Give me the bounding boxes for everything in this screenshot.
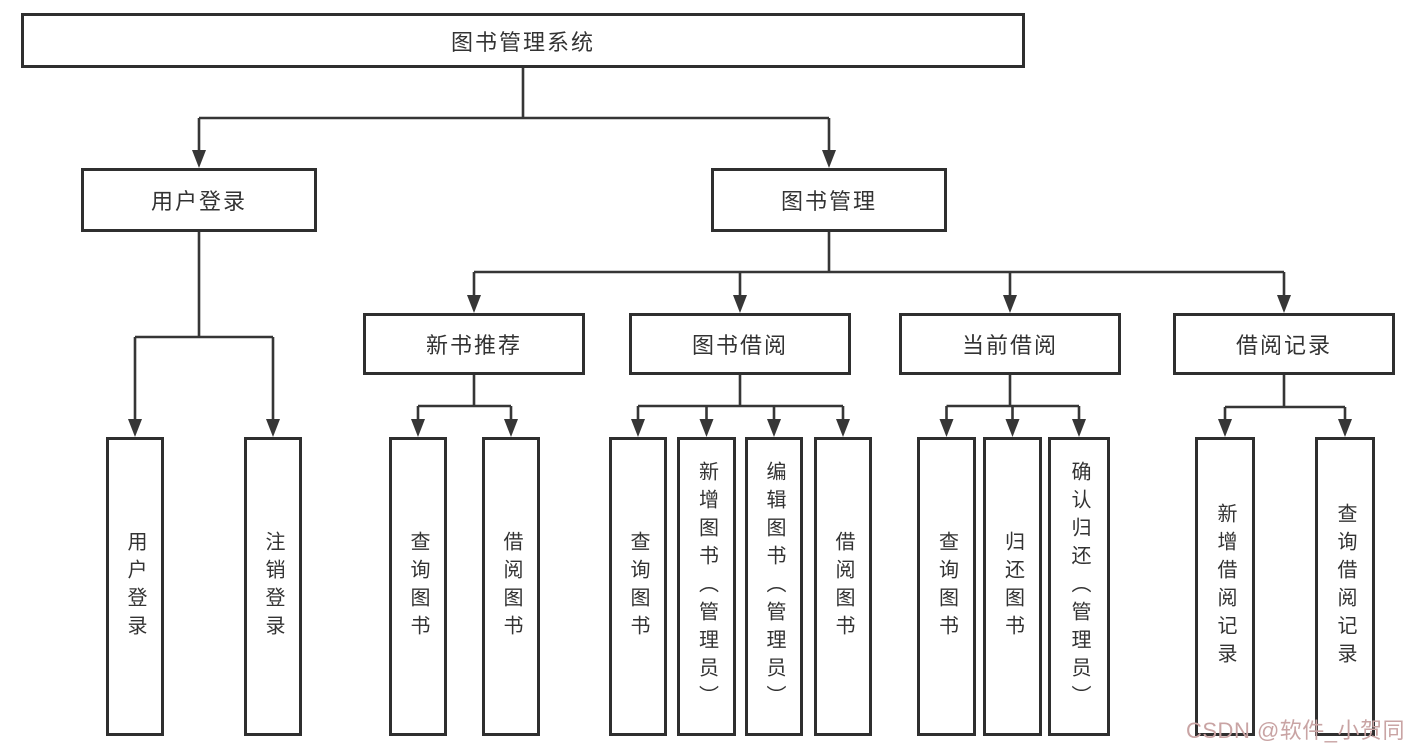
node-borrow-records: 借阅记录	[1173, 313, 1395, 375]
node-book-management-module: 图书管理	[711, 168, 947, 232]
leaf-add-borrow-record: 新增借阅记录	[1195, 437, 1255, 736]
leaf-user-login: 用户登录	[106, 437, 164, 736]
node-book-borrow: 图书借阅	[629, 313, 851, 375]
leaf-query-borrow-record: 查询借阅记录	[1315, 437, 1375, 736]
leaf-current-query-book: 查询图书	[917, 437, 976, 736]
leaf-confirm-return-admin: 确认归还（管理员）	[1048, 437, 1110, 736]
leaf-recommend-query-book: 查询图书	[389, 437, 447, 736]
node-root-system: 图书管理系统	[21, 13, 1025, 68]
leaf-borrow-query-book: 查询图书	[609, 437, 667, 736]
csdn-watermark: CSDN @软件_小贺同学	[1186, 718, 1405, 743]
leaf-logout: 注销登录	[244, 437, 302, 736]
leaf-return-book: 归还图书	[983, 437, 1042, 736]
node-user-login-module: 用户登录	[81, 168, 317, 232]
node-new-book-recommend: 新书推荐	[363, 313, 585, 375]
leaf-recommend-borrow-book: 借阅图书	[482, 437, 540, 736]
node-current-borrow: 当前借阅	[899, 313, 1121, 375]
leaf-borrow-book: 借阅图书	[814, 437, 872, 736]
arrowheads	[128, 150, 1352, 437]
leaf-edit-book-admin: 编辑图书（管理员）	[745, 437, 803, 736]
leaf-add-book-admin: 新增图书（管理员）	[677, 437, 736, 736]
